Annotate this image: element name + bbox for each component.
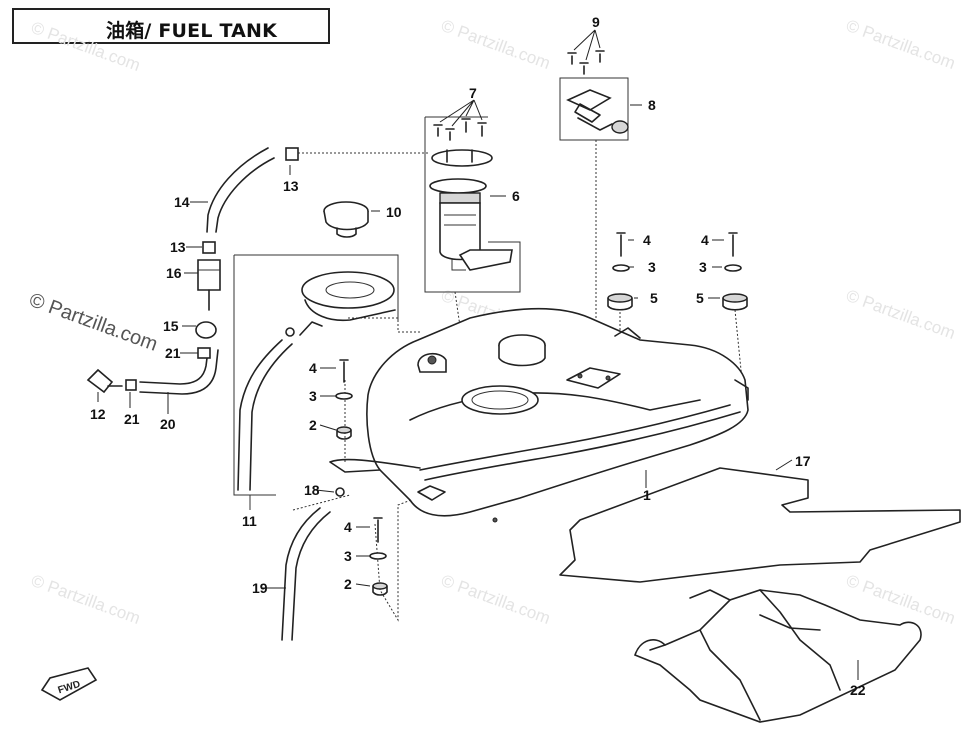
callout-2: 2 [344,576,352,592]
watermark: © Partzilla.com [439,571,553,628]
tank-pad [559,467,961,583]
callout-4: 4 [643,232,651,248]
callout-14: 14 [174,194,190,210]
callout-2: 2 [309,417,317,433]
callout-18: 18 [304,482,320,498]
upper-hose-filter [195,147,299,359]
callout-13: 13 [170,239,186,255]
screws-7 [433,99,487,141]
callout-8: 8 [648,97,656,113]
callout-11: 11 [242,513,257,529]
watermark: © Partzilla.com [439,16,553,73]
callout-3: 3 [699,259,707,275]
callout-19: 19 [252,580,268,596]
fuel-pump [429,149,513,271]
callout-5: 5 [650,290,658,306]
watermark: © Partzilla.com [844,16,958,73]
fuel-sender-group-box [559,77,629,141]
callout-13: 13 [283,178,299,194]
callouts: 1 2 2 3 3 3 3 4 4 4 4 5 5 6 7 8 9 10 11 … [90,14,866,698]
callout-20: 20 [160,416,176,432]
callout-3: 3 [648,259,656,275]
callout-22: 22 [850,682,866,698]
fuel-sender [566,89,629,134]
fwd-direction-marker: FWD [40,667,98,701]
callout-5: 5 [696,290,704,306]
title-box: 油箱/ FUEL TANK [12,8,330,44]
screws-9 [567,29,605,75]
fuel-cap [323,201,380,238]
callout-17: 17 [795,453,811,469]
watermark: © Partzilla.com [29,18,143,75]
group-boxes [233,77,629,510]
watermark: © Partzilla.com [29,571,143,628]
drain-hose [86,349,219,395]
callout-4: 4 [701,232,709,248]
watermark-prominent: © Partzilla.com [26,289,160,356]
callout-21: 21 [165,345,181,361]
fuel-tank [329,307,749,523]
watermark: © Partzilla.com [844,286,958,343]
diagram-title: 油箱/ FUEL TANK [106,20,278,42]
callout-4: 4 [309,360,317,376]
mount-hardware-left [335,359,388,596]
mount-hardware-right [607,232,748,311]
callout-leaders [97,104,859,680]
callout-6: 6 [512,188,520,204]
tank-bracket [634,589,922,723]
fuel-pump-group-box [424,117,521,293]
callout-3: 3 [344,548,352,564]
callout-7: 7 [469,85,477,101]
callout-4: 4 [344,519,352,535]
callout-9: 9 [592,14,600,30]
breather-group-box [233,254,399,496]
callout-1: 1 [643,487,651,503]
lower-hose [281,487,345,641]
callout-16: 16 [166,265,182,281]
callout-10: 10 [386,204,402,220]
callout-3: 3 [309,388,317,404]
callout-12: 12 [90,406,106,422]
filler-tray [237,271,396,491]
callout-21: 21 [124,411,140,427]
callout-15: 15 [163,318,179,334]
